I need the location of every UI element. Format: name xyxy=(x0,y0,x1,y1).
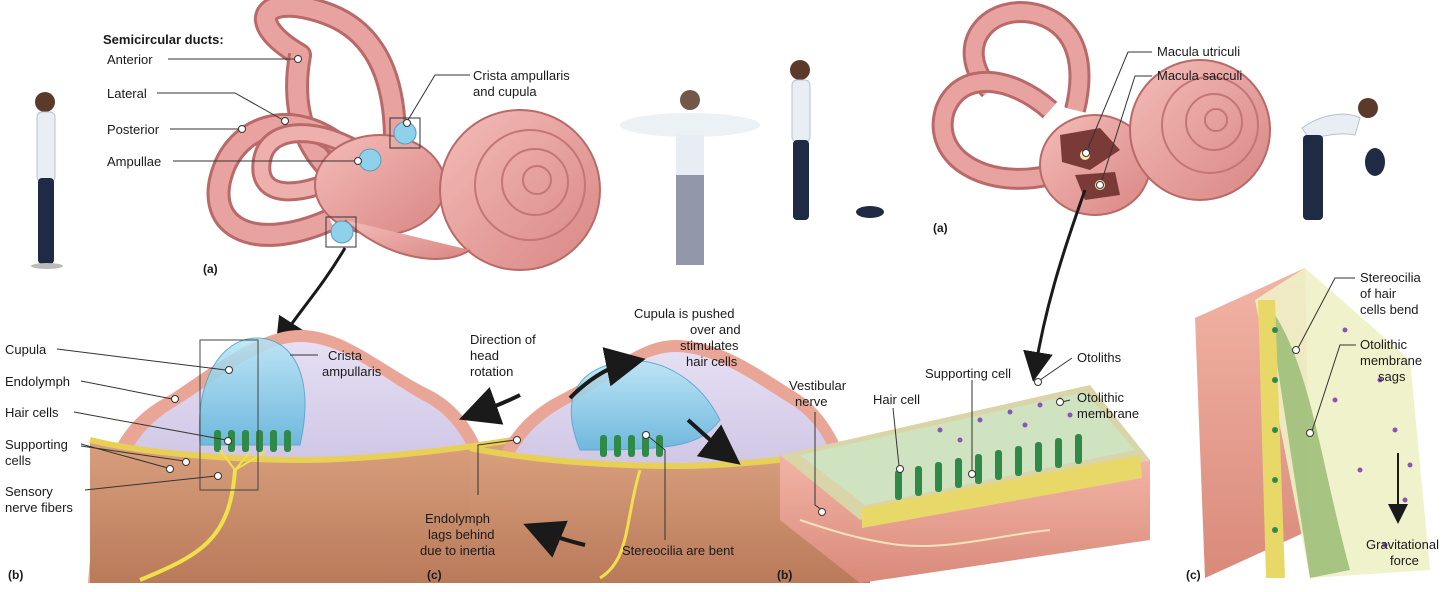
label-vestibular-2: nerve xyxy=(795,394,828,409)
zoom-arrow-macula xyxy=(1035,190,1085,370)
label-sensory-2: nerve fibers xyxy=(5,500,73,515)
label-crista-cupula-2: and cupula xyxy=(473,84,537,99)
label-gravitational-1: Gravitational xyxy=(1366,537,1439,552)
label-hair-cells: Hair cells xyxy=(5,405,58,420)
inner-ear-canals xyxy=(219,6,600,270)
label-direction-3: rotation xyxy=(470,364,513,379)
inner-ear-macula xyxy=(943,12,1270,215)
label-cupula-pushed-3: stimulates xyxy=(680,338,739,353)
label-membrane-sags-1: Otolithic xyxy=(1360,337,1407,352)
panel-label-a-right: (a) xyxy=(933,221,948,236)
label-anterior: Anterior xyxy=(107,52,153,67)
label-direction-2: head xyxy=(470,348,499,363)
person-standing-left xyxy=(31,92,63,269)
label-otoliths: Otoliths xyxy=(1077,350,1121,365)
zoom-arrow-crista xyxy=(282,248,345,338)
label-otolithic-1: Otolithic xyxy=(1077,390,1124,405)
label-crista-2: ampullaris xyxy=(322,364,381,379)
label-crista-cupula-1: Crista ampullaris xyxy=(473,68,570,83)
person-standing-right xyxy=(790,60,884,220)
label-otolithic-2: membrane xyxy=(1077,406,1139,421)
label-crista-1: Crista xyxy=(328,348,362,363)
label-lateral: Lateral xyxy=(107,86,147,101)
label-cupula-pushed-1: Cupula is pushed xyxy=(634,306,734,321)
panel-label-c-left: (c) xyxy=(427,568,442,583)
label-membrane-sags-3: sags xyxy=(1378,369,1405,384)
semicircular-heading: Semicircular ducts: xyxy=(103,32,224,47)
label-supporting-1: Supporting xyxy=(5,437,68,452)
label-membrane-sags-2: membrane xyxy=(1360,353,1422,368)
label-stereocilia-bend-2: of hair xyxy=(1360,286,1396,301)
label-hair-cell: Hair cell xyxy=(873,392,920,407)
label-supporting-cell: Supporting cell xyxy=(925,366,1011,381)
label-stereocilia-bent: Stereocilia are bent xyxy=(622,543,734,558)
panel-label-b-left: (b) xyxy=(8,568,23,583)
person-spinning xyxy=(620,90,760,265)
panel-label-a-left: (a) xyxy=(203,262,218,277)
label-posterior: Posterior xyxy=(107,122,159,137)
panel-label-b-right: (b) xyxy=(777,568,792,583)
label-cupula-pushed-2: over and xyxy=(690,322,741,337)
label-stereocilia-bend-1: Stereocilia xyxy=(1360,270,1421,285)
person-bending xyxy=(1302,98,1385,220)
label-macula-sacculi: Macula sacculi xyxy=(1157,68,1242,83)
label-macula-utriculi: Macula utriculi xyxy=(1157,44,1240,59)
panel-label-c-right: (c) xyxy=(1186,568,1201,583)
label-stereocilia-bend-3: cells bend xyxy=(1360,302,1419,317)
label-endolymph: Endolymph xyxy=(5,374,70,389)
label-direction-1: Direction of xyxy=(470,332,536,347)
label-endolymph-lags-1: Endolymph xyxy=(425,511,490,526)
label-endolymph-lags-3: due to inertia xyxy=(420,543,495,558)
label-sensory-1: Sensory xyxy=(5,484,53,499)
label-ampullae: Ampullae xyxy=(107,154,161,169)
label-cupula-pushed-4: hair cells xyxy=(686,354,737,369)
label-supporting-2: cells xyxy=(5,453,31,468)
label-vestibular-1: Vestibular xyxy=(789,378,846,393)
label-gravitational-2: force xyxy=(1390,553,1419,568)
label-cupula: Cupula xyxy=(5,342,46,357)
label-endolymph-lags-2: lags behind xyxy=(428,527,495,542)
